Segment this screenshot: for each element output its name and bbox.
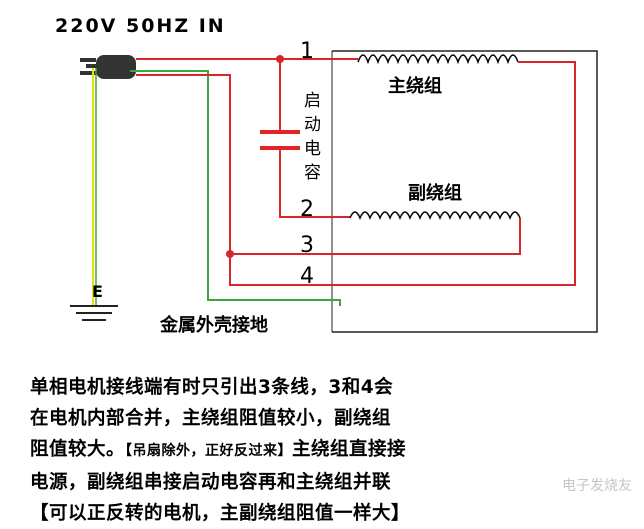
note-line-3b: 【吊扇除外，正好反过来】 — [125, 443, 293, 459]
power-plug-icon — [80, 55, 136, 79]
watermark: 电子发烧友 — [562, 478, 632, 494]
note-line-1: 单相电机接线端有时只引出3条线，3和4会 — [30, 377, 394, 398]
note-line-3a: 阻值较大。 — [30, 439, 126, 460]
cap-wire-bottom — [279, 148, 330, 218]
main-winding-label: 主绕组 — [388, 75, 442, 97]
main-winding-return — [330, 61, 576, 286]
shell-ground-wire — [130, 70, 341, 306]
terminal-2-label: 2 — [300, 197, 314, 222]
aux-winding-return — [330, 218, 521, 255]
terminal-3-label: 3 — [300, 233, 314, 258]
aux-winding-label: 副绕组 — [408, 182, 462, 204]
capacitor-icon — [260, 130, 300, 150]
aux-winding-coil — [349, 211, 521, 220]
note-line-2: 在电机内部合并，主绕组阻值较小，副绕组 — [30, 408, 392, 429]
main-winding-coil — [357, 54, 519, 65]
shell-ground-label: 金属外壳接地 — [159, 314, 268, 336]
ground-label: E — [92, 282, 103, 301]
wiring-diagram: 220V 50HZ IN 1 2 3 4 启 动 电 容 主绕组 副绕组 E 金… — [55, 15, 598, 336]
terminal-1-label: 1 — [300, 39, 314, 64]
note-line-4: 电源，副绕组串接启动电容再和主绕组并联 — [30, 472, 392, 493]
ground-icon — [70, 305, 118, 321]
capacitor-label-0: 启 — [304, 91, 321, 111]
capacitor-label-3: 容 — [304, 163, 321, 183]
capacitor-label-1: 动 — [304, 115, 321, 135]
junction-dot-1 — [276, 55, 284, 63]
motor-housing — [331, 50, 598, 333]
line-wire-3 — [136, 74, 330, 255]
terminal-4-label: 4 — [300, 264, 314, 289]
note-line-5: 【可以正反转的电机，主副绕组阻值一样大】 — [30, 503, 411, 524]
note-line-3: 阻值较大。【吊扇除外，正好反过来】主绕组直接接 — [30, 434, 630, 467]
explanation-note: 单相电机接线端有时只引出3条线，3和4会 在电机内部合并，主绕组阻值较小，副绕组… — [30, 372, 630, 529]
capacitor-label-2: 电 — [304, 139, 321, 159]
junction-dot-3 — [226, 250, 234, 258]
power-label: 220V 50HZ IN — [55, 15, 226, 37]
line-wire-4 — [229, 254, 330, 286]
note-line-3c: 主绕组直接接 — [292, 439, 407, 460]
